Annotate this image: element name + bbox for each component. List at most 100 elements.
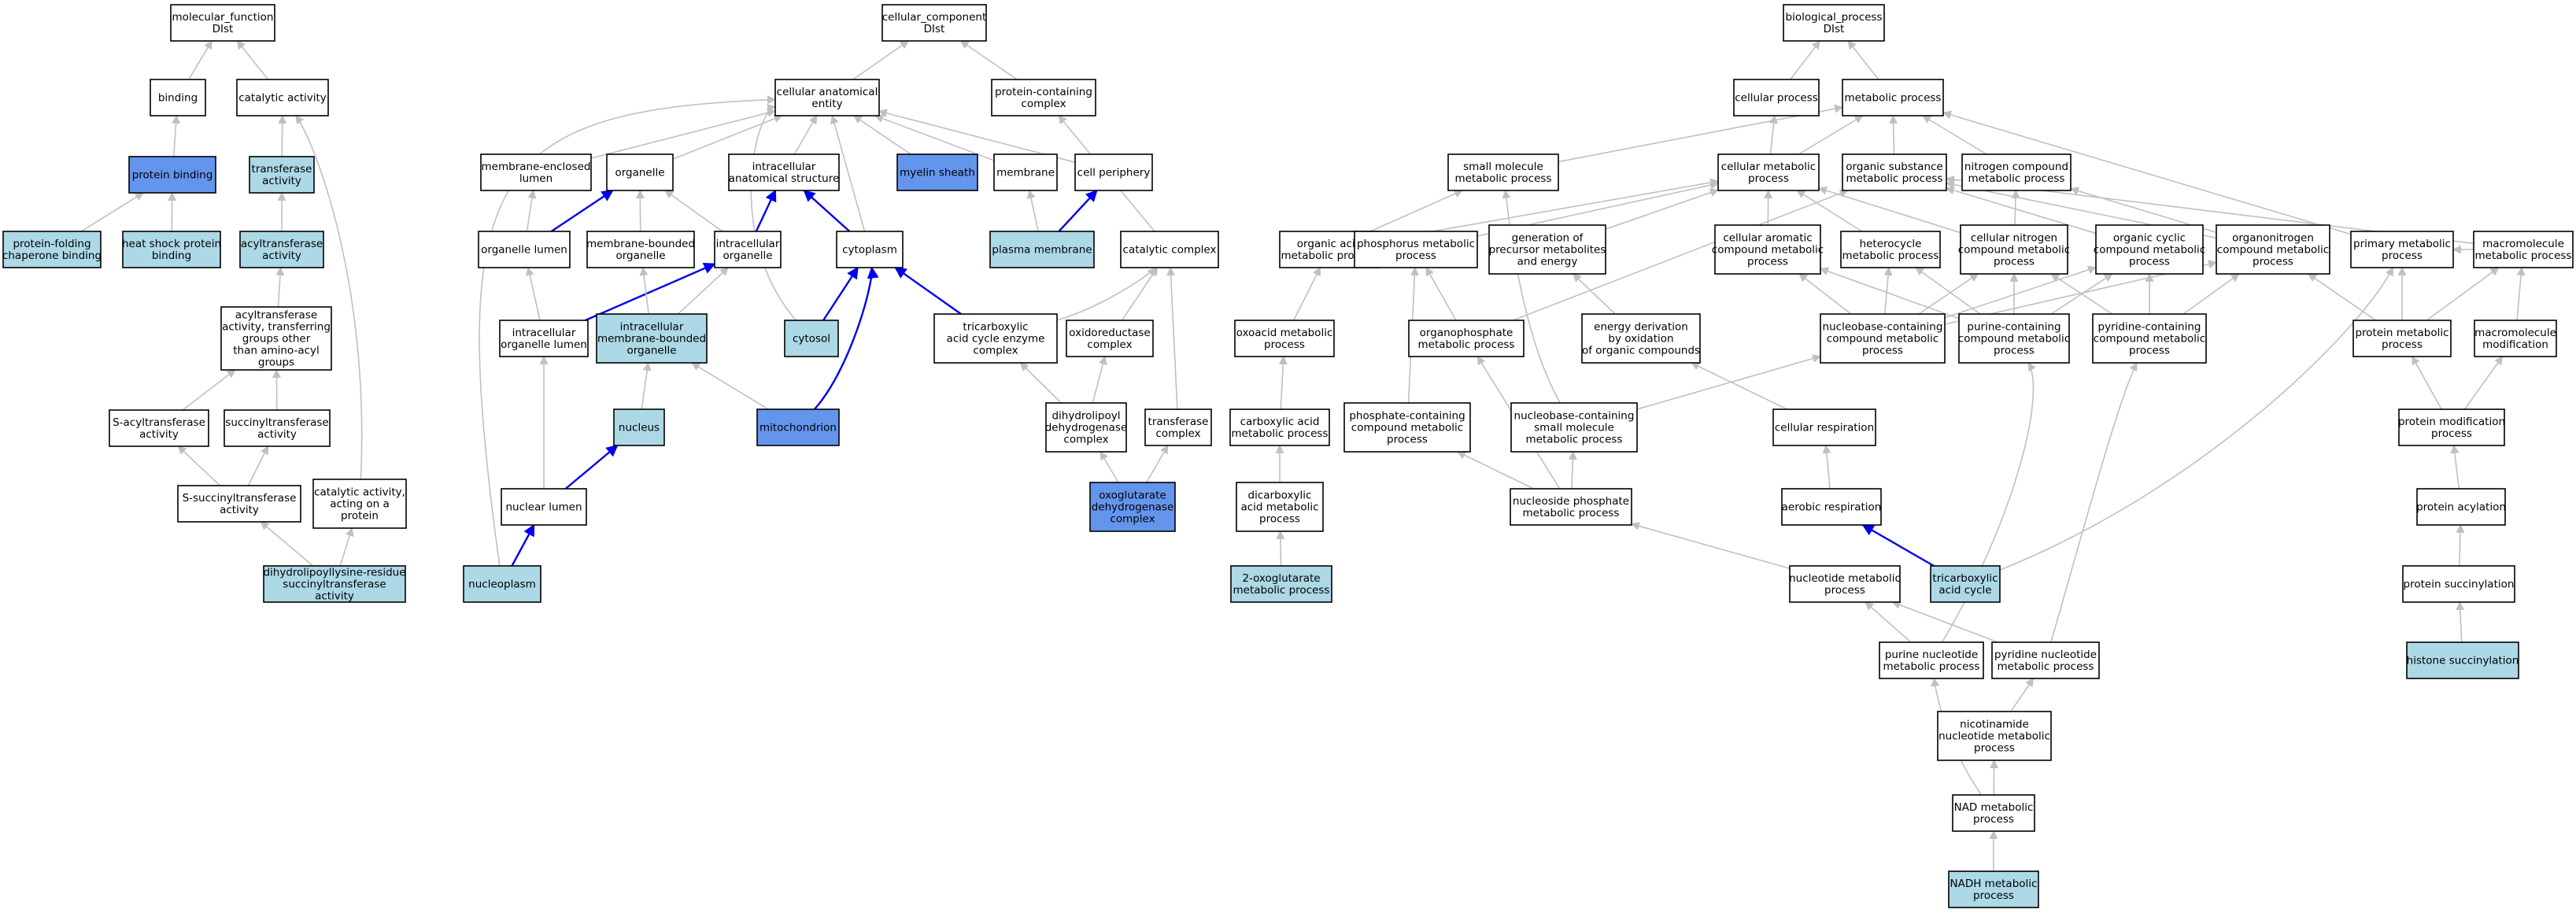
edge-camp-to-oxoacid xyxy=(1278,355,1288,410)
term-node-protsucc[interactable]: protein succinylation xyxy=(2402,565,2515,603)
term-node-organelle[interactable]: organelle xyxy=(606,153,674,191)
term-box xyxy=(1120,231,1219,268)
term-node-dlst_act[interactable]: dihydrolipoyllysine-residuesuccinyltrans… xyxy=(263,565,406,603)
term-node-membrane[interactable]: membrane xyxy=(993,153,1058,191)
term-label-line: organic substance xyxy=(1846,161,1942,173)
term-label-line: heterocycle xyxy=(1860,238,1922,250)
term-node-protbind[interactable]: protein binding xyxy=(128,156,216,194)
edge-mito-to-cytoplasm xyxy=(813,266,879,410)
term-node-mito[interactable]: mitochondrion xyxy=(756,408,840,446)
term-node-histsucc[interactable]: histone succinylation xyxy=(2406,641,2519,679)
term-node-cytoplasm[interactable]: cytoplasm xyxy=(836,231,904,268)
term-node-myelin[interactable]: myelin sheath xyxy=(896,153,978,191)
term-label-line: nuclear lumen xyxy=(505,501,582,514)
term-node-catact[interactable]: catalytic activity xyxy=(236,79,329,116)
term-label-line: DIst xyxy=(924,23,945,35)
term-node-cellproc[interactable]: cellular process xyxy=(1733,79,1820,116)
edge-nucleoplasm-to-nuclumen xyxy=(511,523,535,567)
term-node-pm[interactable]: plasma membrane xyxy=(989,231,1095,268)
term-node-orglumen[interactable]: organelle lumen xyxy=(478,231,571,268)
edge-binding-to-mf xyxy=(188,40,213,80)
edge-imbo-to-mbo xyxy=(639,266,649,315)
term-node-cellper[interactable]: cell periphery xyxy=(1074,153,1153,191)
edge-pcc-to-cc xyxy=(959,40,1018,80)
term-label-line: groups other xyxy=(242,333,311,346)
term-label-line: metabolic process xyxy=(1455,172,1552,185)
term-node-nuclumen[interactable]: nuclear lumen xyxy=(501,488,587,526)
term-node-catcomplex[interactable]: catalytic complex xyxy=(1120,231,1219,268)
term-node-cellresp[interactable]: cellular respiration xyxy=(1772,408,1876,446)
term-node-nucleus[interactable]: nucleus xyxy=(613,408,665,446)
term-box xyxy=(596,313,708,364)
term-label-line: metabolic process xyxy=(1883,660,1980,673)
term-node-cytosol[interactable]: cytosol xyxy=(784,320,839,357)
term-node-protacyl[interactable]: protein acylation xyxy=(2416,488,2506,526)
term-node-binding[interactable]: binding xyxy=(150,79,206,116)
term-node-aerresp[interactable]: aerobic respiration xyxy=(1781,488,1882,526)
term-node-nucleoplasm[interactable]: nucleoplasm xyxy=(463,565,541,603)
term-node-metproc[interactable]: metabolic process xyxy=(1842,79,1944,116)
term-label-line: nucleoplasm xyxy=(468,578,536,591)
